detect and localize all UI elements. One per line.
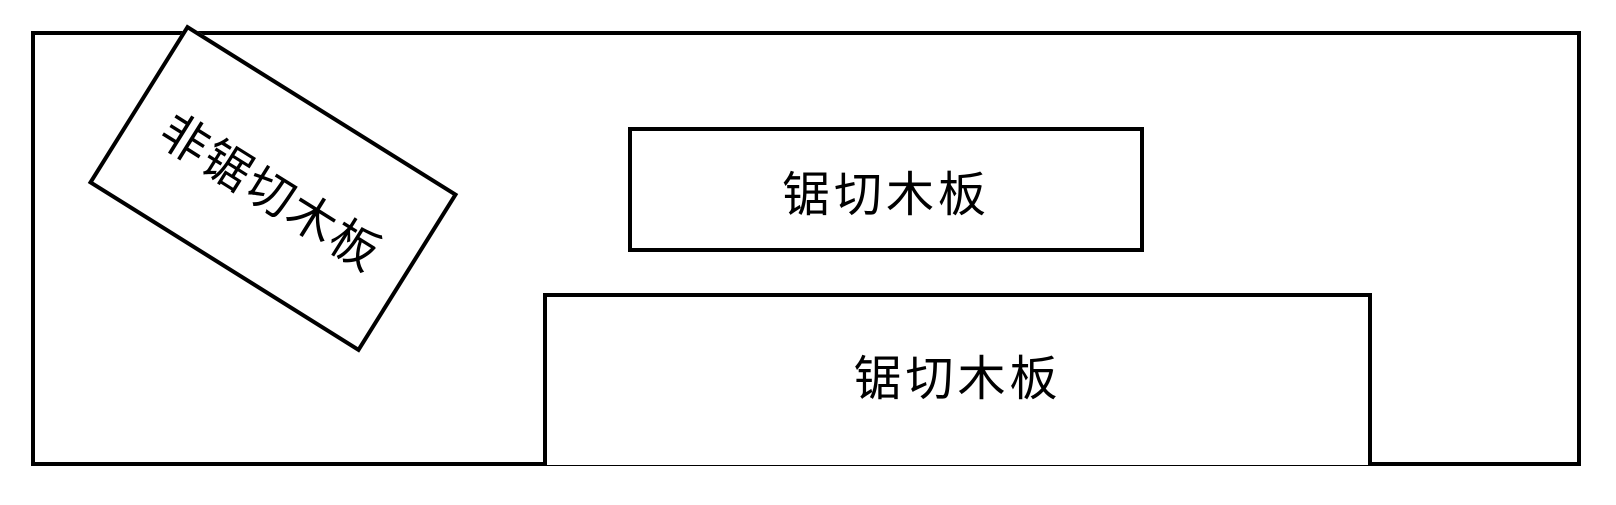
sawn-board-top-label: 锯切木板 bbox=[781, 166, 990, 223]
sawn-board-bottom-label: 锯切木板 bbox=[853, 351, 1062, 407]
sawn-board-bottom: 锯切木板 bbox=[543, 293, 1372, 465]
sawn-board-top: 锯切木板 bbox=[628, 127, 1144, 252]
